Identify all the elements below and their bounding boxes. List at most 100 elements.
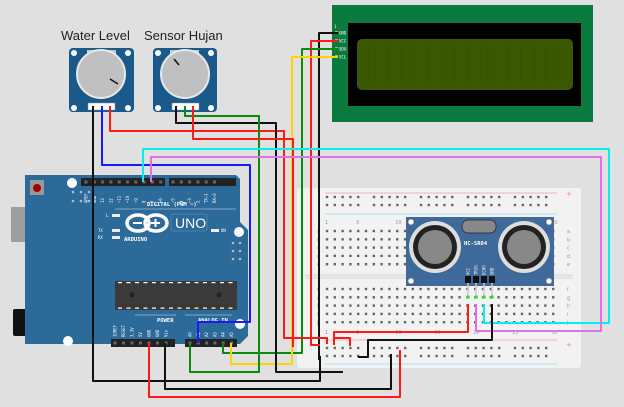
breadboard-hole[interactable]	[427, 354, 430, 358]
breadboard-hole[interactable]	[341, 195, 344, 199]
breadboard-hole[interactable]	[380, 238, 383, 241]
breadboard-hole[interactable]	[537, 203, 540, 207]
breadboard-hole[interactable]	[435, 321, 438, 324]
breadboard-hole[interactable]	[435, 312, 438, 316]
analog-header[interactable]	[185, 339, 237, 347]
breadboard-hole[interactable]	[474, 354, 477, 358]
breadboard-hole[interactable]	[396, 229, 399, 233]
breadboard-hole[interactable]	[489, 304, 492, 307]
breadboard-hole[interactable]	[419, 195, 423, 199]
breadboard-hole[interactable]	[513, 304, 516, 307]
breadboard-hole[interactable]	[451, 354, 454, 358]
breadboard-hole[interactable]	[529, 354, 532, 358]
breadboard-hole[interactable]	[372, 195, 376, 199]
breadboard-hole[interactable]	[357, 229, 360, 233]
hc-sr04-pin[interactable]	[489, 276, 495, 283]
breadboard-hole[interactable]	[505, 296, 508, 299]
wire-gnd[interactable]	[164, 343, 392, 390]
breadboard-hole[interactable]	[341, 229, 344, 233]
breadboard-hole[interactable]	[349, 321, 352, 324]
breadboard-hole[interactable]	[427, 296, 430, 299]
breadboard-hole[interactable]	[419, 287, 422, 291]
breadboard-hole[interactable]	[404, 195, 407, 199]
breadboard-hole[interactable]	[349, 254, 352, 258]
breadboard-hole[interactable]	[396, 321, 399, 324]
breadboard-hole[interactable]	[505, 304, 508, 307]
breadboard-hole[interactable]	[443, 203, 446, 207]
breadboard-hole[interactable]	[357, 263, 360, 266]
breadboard-hole[interactable]	[357, 296, 360, 299]
breadboard-hole[interactable]	[403, 263, 407, 266]
breadboard-hole[interactable]	[458, 321, 461, 324]
breadboard-hole[interactable]	[498, 195, 501, 199]
breadboard-hole[interactable]	[380, 254, 383, 258]
breadboard-hole[interactable]	[497, 312, 500, 316]
breadboard-hole[interactable]	[490, 346, 493, 350]
breadboard-hole[interactable]	[325, 203, 329, 207]
breadboard-hole[interactable]	[341, 238, 344, 241]
breadboard-hole[interactable]	[372, 354, 376, 358]
breadboard-hole[interactable]	[349, 346, 352, 350]
breadboard-hole[interactable]	[537, 195, 540, 199]
breadboard-hole[interactable]	[341, 312, 344, 316]
breadboard-hole[interactable]	[341, 287, 344, 291]
breadboard-hole[interactable]	[349, 312, 352, 316]
breadboard-hole[interactable]	[482, 354, 485, 358]
breadboard-hole[interactable]	[411, 312, 414, 316]
breadboard-hole[interactable]	[325, 312, 329, 316]
breadboard-hole[interactable]	[489, 312, 492, 316]
breadboard-hole[interactable]	[419, 304, 422, 307]
breadboard-hole[interactable]	[474, 346, 477, 350]
breadboard-hole[interactable]	[505, 287, 508, 291]
breadboard-hole[interactable]	[364, 254, 368, 258]
breadboard-hole[interactable]	[341, 263, 344, 266]
breadboard-hole[interactable]	[520, 287, 524, 291]
breadboard-hole[interactable]	[443, 354, 446, 358]
breadboard-hole[interactable]	[396, 263, 399, 266]
breadboard-hole[interactable]	[419, 346, 423, 350]
breadboard-hole[interactable]	[357, 238, 360, 241]
breadboard-hole[interactable]	[528, 296, 531, 299]
breadboard-hole[interactable]	[450, 296, 453, 299]
breadboard-hole[interactable]	[513, 203, 517, 207]
breadboard-hole[interactable]	[513, 312, 516, 316]
breadboard-hole[interactable]	[333, 321, 336, 324]
breadboard-hole[interactable]	[545, 203, 548, 207]
breadboard-hole[interactable]	[364, 312, 368, 316]
breadboard-hole[interactable]	[427, 195, 430, 199]
breadboard-hole[interactable]	[341, 246, 344, 249]
breadboard-hole[interactable]	[380, 229, 383, 233]
breadboard-hole[interactable]	[466, 195, 470, 199]
breadboard-hole[interactable]	[544, 287, 547, 291]
breadboard-hole[interactable]	[545, 354, 548, 358]
breadboard-hole[interactable]	[403, 296, 407, 299]
breadboard-hole[interactable]	[521, 346, 524, 350]
breadboard-hole[interactable]	[341, 304, 344, 307]
breadboard-hole[interactable]	[388, 346, 391, 350]
breadboard-hole[interactable]	[333, 312, 336, 316]
breadboard-hole[interactable]	[380, 203, 383, 207]
breadboard-hole[interactable]	[372, 263, 375, 266]
wire-hujan-sig[interactable]	[184, 106, 260, 373]
breadboard-hole[interactable]	[372, 287, 375, 291]
breadboard-hole[interactable]	[497, 304, 500, 307]
breadboard-hole[interactable]	[372, 254, 375, 258]
breadboard-hole[interactable]	[528, 304, 531, 307]
breadboard-hole[interactable]	[380, 263, 383, 266]
breadboard-hole[interactable]	[333, 287, 336, 291]
breadboard-hole[interactable]	[364, 263, 368, 266]
breadboard-hole[interactable]	[357, 312, 360, 316]
breadboard-hole[interactable]	[333, 354, 336, 358]
breadboard-hole[interactable]	[513, 296, 516, 299]
breadboard-hole[interactable]	[545, 195, 548, 199]
breadboard-hole[interactable]	[341, 254, 344, 258]
breadboard-hole[interactable]	[364, 246, 368, 249]
breadboard-hole[interactable]	[435, 195, 438, 199]
water-level-knob[interactable]	[76, 49, 126, 99]
breadboard-hole[interactable]	[442, 287, 446, 291]
breadboard-hole[interactable]	[404, 203, 407, 207]
breadboard-hole[interactable]	[372, 238, 375, 241]
breadboard-hole[interactable]	[388, 287, 391, 291]
breadboard-hole[interactable]	[427, 203, 430, 207]
